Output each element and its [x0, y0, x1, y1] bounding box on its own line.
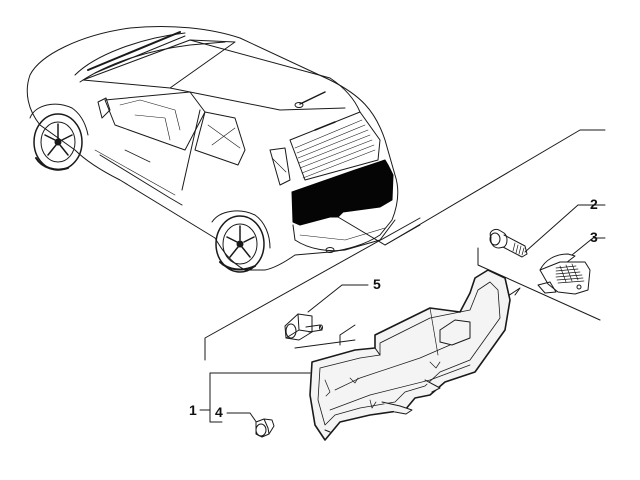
rear-wheel [215, 215, 265, 273]
part-bracket-pin [284, 313, 323, 341]
front-wheel [33, 113, 83, 171]
tailgate-highlight [291, 159, 394, 226]
callout-3: 3 [590, 229, 598, 245]
callout-2: 2 [590, 196, 598, 212]
part-bolt [489, 229, 528, 258]
callout-1: 1 [189, 402, 197, 418]
callout-4: 4 [215, 404, 223, 420]
part-handle-grip [537, 253, 591, 295]
leader-lines [199, 129, 606, 424]
callout-5: 5 [373, 276, 381, 292]
part-clip [255, 418, 275, 438]
part-trim-panel [309, 269, 511, 441]
car-illustration [26, 25, 399, 273]
